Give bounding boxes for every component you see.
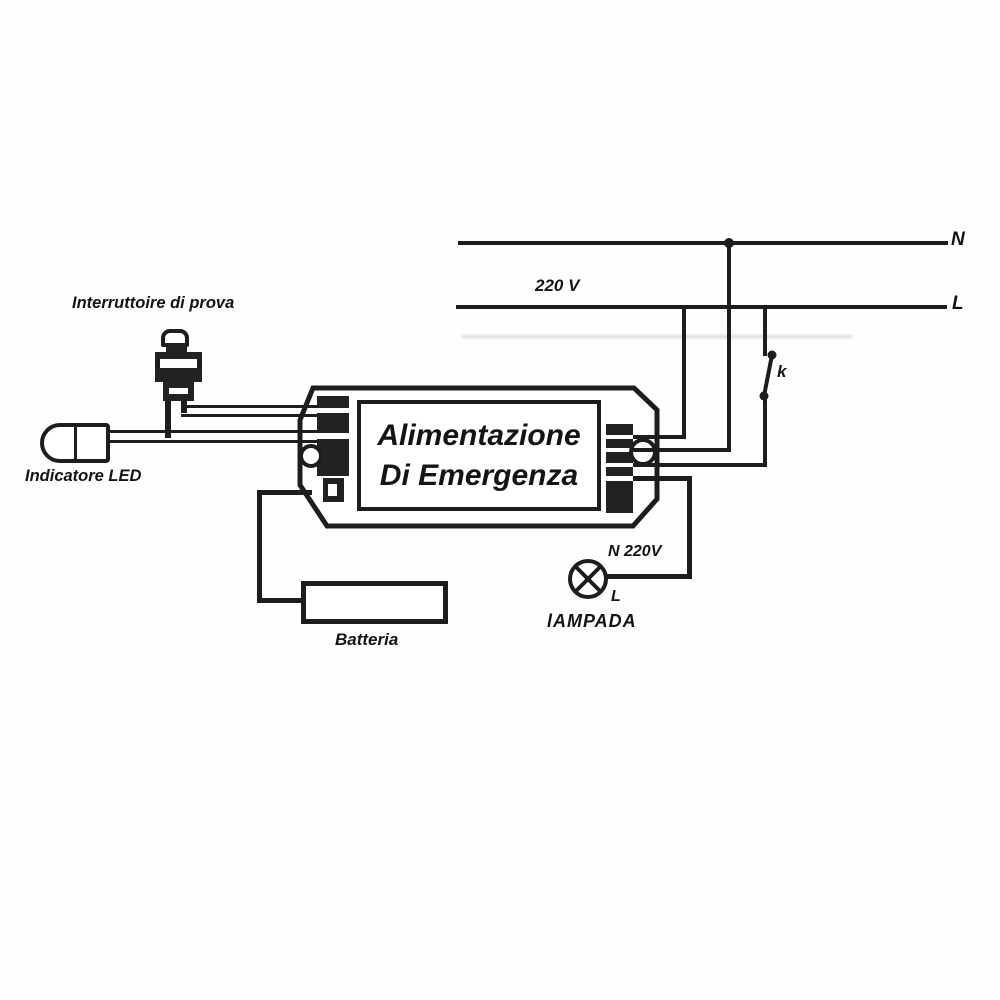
led-indicator-label: Indicatore LED (25, 467, 142, 485)
line-rail-label: L (952, 293, 964, 314)
right-connector-slot-3 (606, 463, 633, 467)
battery-wire-vertical (257, 490, 262, 603)
test-switch-body-slot (169, 388, 188, 394)
battery-label: Batteria (335, 630, 399, 649)
drop-b-horizontal (633, 448, 731, 452)
lamp-wire-vertical (687, 476, 692, 579)
mains-voltage-label: 220 V (535, 276, 580, 295)
battery-symbol (301, 581, 448, 624)
unit-title-line1: Alimentazione (377, 418, 581, 452)
drop-a-horizontal (633, 435, 686, 439)
test-switch-cable (181, 405, 317, 417)
neutral-rail-line (458, 241, 948, 245)
lamp-label: lAMPADA (547, 611, 637, 631)
unit-right-terminal (629, 438, 657, 466)
lamp-line-label: L (611, 588, 621, 605)
switch-k-blade (759, 350, 777, 401)
left-connector-slot-1 (317, 408, 349, 413)
unit-title-line2: Di Emergenza (379, 458, 579, 492)
test-switch-flange-bottom (155, 368, 202, 382)
drop-a-vertical (682, 305, 686, 439)
lamp-cross-icon (574, 565, 602, 593)
switch-k-wire-upper (763, 305, 767, 356)
battery-wire-bottom (257, 598, 303, 603)
unit-label-plate: Alimentazione Di Emergenza (357, 400, 601, 511)
test-switch-label: Interruttoire di prova (72, 294, 235, 312)
lamp-supply-label: N 220V (608, 543, 662, 560)
drop-b-vertical (727, 241, 731, 452)
lamp-symbol (568, 559, 608, 599)
switch-k-label: k (777, 362, 787, 381)
switch-k-wire-lower (763, 396, 767, 467)
test-switch-flange-top (155, 352, 202, 359)
test-switch-flange-mid (155, 359, 202, 368)
right-connector-slot-2 (606, 448, 633, 452)
neutral-rail-label: N (951, 229, 965, 250)
neutral-junction-dot (724, 238, 734, 248)
test-switch-lead-left (165, 400, 171, 438)
lamp-wire-top (633, 476, 692, 481)
led-cable (104, 430, 317, 443)
right-connector-slot-1 (606, 435, 633, 439)
right-connector-slot-4 (606, 476, 633, 481)
lamp-wire-bottom (606, 574, 692, 579)
test-switch-stem (166, 345, 187, 353)
scan-smudge (462, 335, 852, 338)
switch-k-horizontal (633, 463, 767, 467)
led-dome-line (74, 427, 77, 459)
left-connector-slot-2 (317, 433, 349, 439)
unit-left-terminal (299, 444, 323, 468)
battery-connector-slot (328, 484, 337, 496)
line-rail-line (456, 305, 947, 309)
battery-wire-top (257, 490, 312, 495)
